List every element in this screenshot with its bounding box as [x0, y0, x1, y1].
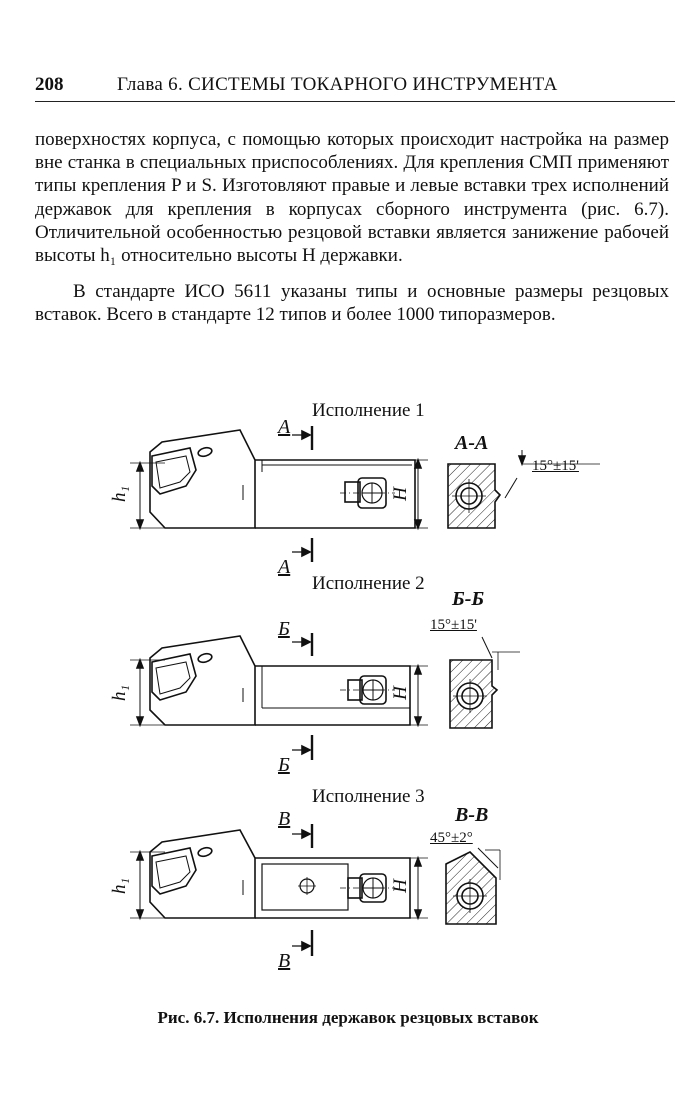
view-3-section-letter-bottom: В — [278, 950, 291, 972]
view-1-section-letter-top: А — [278, 416, 291, 438]
figure-caption: Рис. 6.7. Исполнения державок резцовых в… — [157, 1008, 539, 1027]
view-2-section-letter-top: Б — [278, 618, 290, 640]
view-3-section-letter-top: В — [278, 808, 291, 830]
view-1-holder-body — [255, 459, 416, 529]
header-rule — [35, 101, 675, 102]
view-3-label: Исполнение 3 — [312, 786, 425, 807]
view-3-angle: 45°±2° — [430, 830, 473, 846]
view-1-section-letter-bottom: А — [278, 556, 291, 578]
page-header: 208 Глава 6. СИСТЕМЫ ТОКАРНОГО ИНСТРУМЕН… — [35, 70, 675, 102]
view-3-drawing — [130, 824, 501, 956]
view-2-dim-h1: h₁ — [109, 684, 131, 702]
body-text: поверхностях корпуса, с помощью которых … — [35, 128, 669, 327]
paragraph-2: В стандарте ИСО 5611 указаны типы и осно… — [35, 281, 669, 326]
view-2-label: Исполнение 2 — [312, 573, 425, 594]
view-2-holder-body — [255, 665, 411, 726]
view-2-section-title: Б-Б — [452, 588, 485, 610]
view-1-angle: 15°±15' — [532, 458, 579, 474]
view-1-dim-h1: h₁ — [109, 485, 131, 503]
view-3-dim-H: H — [389, 879, 411, 893]
view-3-section-title: В-В — [455, 804, 489, 826]
page-number: 208 — [35, 74, 64, 95]
view-1-dim-H: H — [389, 487, 411, 501]
view-3-holder-body — [255, 857, 411, 919]
view-1-label: Исполнение 1 — [312, 400, 425, 421]
view-2-drawing — [130, 633, 520, 760]
paragraph-1: поверхностях корпуса, с помощью которых … — [35, 129, 669, 267]
view-1-section-title: А-А — [455, 432, 489, 454]
view-2-dim-H: H — [389, 686, 411, 700]
view-1-drawing — [130, 426, 600, 562]
view-2-section-letter-bottom: Б — [278, 754, 290, 776]
figure-6-7: Исполнение 1 А А А-А 15°±15' h₁ H Исполн… — [0, 390, 696, 1020]
view-3-dim-h1: h₁ — [109, 877, 131, 895]
technical-drawing — [130, 426, 600, 956]
running-title: Глава 6. СИСТЕМЫ ТОКАРНОГО ИНСТРУМЕНТА — [117, 74, 558, 95]
view-2-angle: 15°±15' — [430, 617, 477, 633]
